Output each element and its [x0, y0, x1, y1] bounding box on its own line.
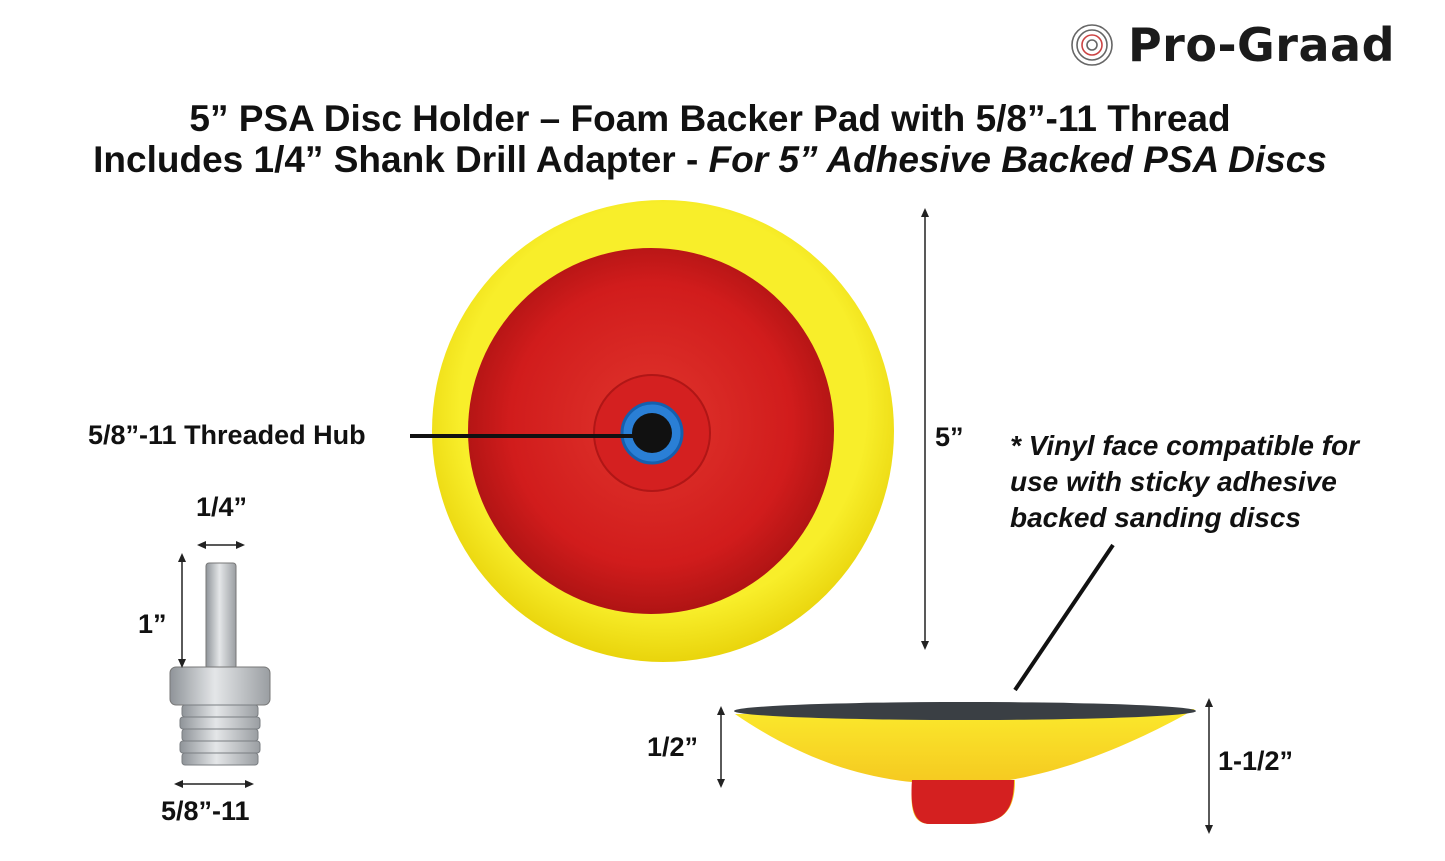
shank-width-label: 1/4”	[196, 492, 248, 522]
vinyl-face-note: * Vinyl face compatible for use with sti…	[1010, 428, 1359, 536]
pad-height-label: 1-1/2”	[1218, 746, 1294, 776]
note-callout-line	[1013, 543, 1115, 692]
diameter-label: 5”	[935, 422, 964, 452]
note-line-3: backed sanding discs	[1010, 502, 1301, 533]
shank-length-label: 1”	[138, 609, 167, 639]
edge-thickness-label: 1/2”	[647, 732, 699, 762]
drill-adapter	[169, 562, 271, 766]
brand-name: Pro-Graad	[1127, 18, 1395, 72]
adapter-thread-label: 5/8”-11	[161, 796, 250, 826]
brand-logo: Pro-Graad	[1070, 18, 1395, 72]
page-title-line2: Includes 1/4” Shank Drill Adapter - For …	[0, 139, 1420, 180]
page-title-line1: 5” PSA Disc Holder – Foam Backer Pad wit…	[189, 98, 1231, 139]
title-regular-text: Includes 1/4” Shank Drill Adapter -	[93, 139, 709, 180]
hub-label: 5/8”-11 Threaded Hub	[88, 420, 366, 450]
threaded-hub	[620, 401, 684, 465]
backer-pad-side-view	[734, 702, 1196, 824]
concentric-rings-icon	[1071, 24, 1113, 66]
title-italic-text: For 5” Adhesive Backed PSA Discs	[708, 139, 1327, 180]
backer-pad-top-view	[432, 200, 894, 662]
note-line-2: use with sticky adhesive	[1010, 466, 1337, 497]
note-line-1: * Vinyl face compatible for	[1010, 430, 1360, 461]
